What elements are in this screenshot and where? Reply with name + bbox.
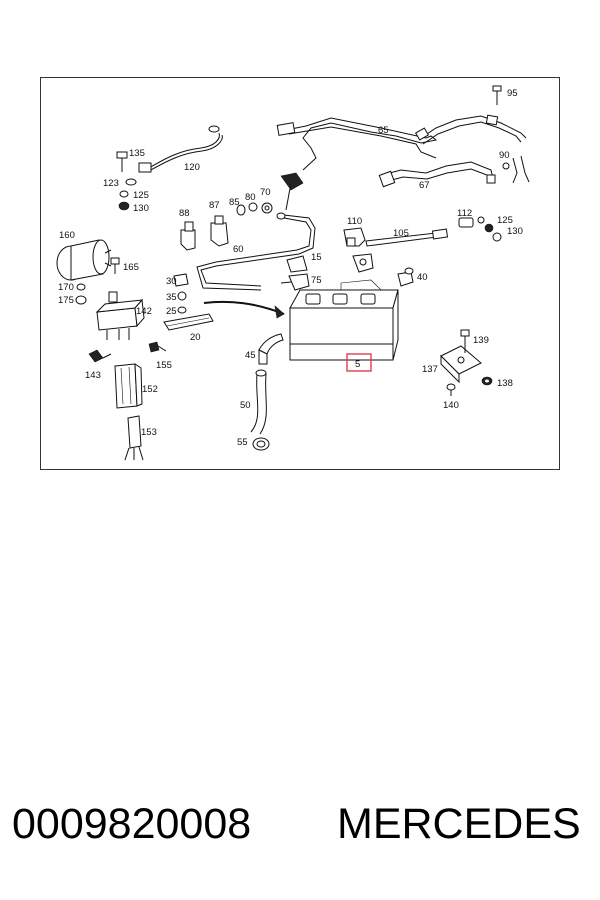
relay-160-icon [56,239,112,281]
arrow-to-battery [203,300,285,319]
bolt-135-icon [116,151,128,172]
label-155: 155 [156,360,172,371]
label-35: 35 [166,292,177,303]
nuts-35-25-icon [177,291,187,314]
cable-120 [138,125,223,173]
screw-143-icon [88,349,112,363]
label-130b: 130 [507,226,523,237]
label-95: 95 [507,88,518,99]
bracket-137-icon [440,345,482,384]
battery-5-icon [289,279,399,361]
label-170: 170 [58,282,74,293]
part-number: 0009820008 [12,800,252,848]
fuse-112-icon [458,216,485,228]
label-88: 88 [179,208,190,219]
bolt-139-icon [460,329,470,353]
label-15: 15 [311,252,322,263]
label-135: 135 [129,148,145,159]
rod-105-icon [365,228,449,247]
label-125b: 125 [497,215,513,226]
label-5-highlighted: 5 [355,359,360,370]
label-138: 138 [497,378,513,389]
label-142: 142 [136,306,152,317]
washers-123-125-130-icon [118,178,137,211]
label-112: 112 [457,208,472,219]
label-153: 153 [141,427,157,438]
label-105: 105 [393,228,409,239]
label-45: 45 [245,350,256,361]
nuts-125-130-icon [484,223,502,242]
battery-label-box [346,353,372,372]
relay-142-icon [95,291,145,340]
wire-harness-67 [378,161,496,188]
label-139: 139 [473,335,489,346]
label-65: 65 [378,125,389,136]
label-120: 120 [184,162,200,173]
hose-50-icon [250,369,267,435]
terminal-40-icon [397,267,414,287]
label-110: 110 [347,216,362,227]
clamp-15-icon [286,255,308,273]
cable-60 [196,172,316,291]
label-60: 60 [233,244,244,255]
label-40: 40 [417,272,428,283]
label-160: 160 [59,230,75,241]
terminals-88-87-icon [180,215,229,251]
label-125a: 125 [133,190,149,201]
washers-170-175-icon [75,283,87,305]
bolt-165-icon [110,257,120,274]
label-75: 75 [311,275,322,286]
label-80: 80 [245,192,256,203]
label-140: 140 [443,400,459,411]
label-152: 152 [142,384,158,395]
bolt-155-icon [148,341,167,353]
label-137: 137 [422,364,438,375]
grommet-55-icon [252,437,270,451]
nuts-85-80-70-icon [236,202,273,216]
hose-45-icon [258,333,284,365]
brand-name: MERCEDES [337,800,581,848]
diagram-canvas: 95 65 90 67 135 120 123 125 130 88 87 85… [56,85,530,461]
terminal-75-icon [280,273,310,291]
bolt-95-icon [492,85,502,105]
screw-140-icon [446,383,456,396]
relay-152-icon [114,363,143,409]
cover-20-icon [163,313,214,331]
label-20: 20 [190,332,201,343]
wire-harness-65 [276,114,527,171]
label-87: 87 [209,200,220,211]
label-90: 90 [499,150,510,161]
label-30: 30 [166,276,177,287]
label-175: 175 [58,295,74,306]
label-165: 165 [123,262,139,273]
label-123: 123 [103,178,119,189]
parts-diagram: 95 65 90 67 135 120 123 125 130 88 87 85… [40,77,560,470]
connector-153-icon [124,415,144,461]
label-55: 55 [237,437,248,448]
label-50: 50 [240,400,251,411]
part-90-leads [502,155,530,184]
cap-30-icon [173,273,189,287]
label-130a: 130 [133,203,149,214]
nut-138-icon [481,376,493,386]
label-85: 85 [229,197,240,208]
product-footer: 0009820008 MERCEDES [12,800,592,860]
label-143: 143 [85,370,101,381]
label-25: 25 [166,306,177,317]
label-67: 67 [419,180,430,191]
clamp-110-icon [343,227,374,273]
label-70: 70 [260,187,271,198]
